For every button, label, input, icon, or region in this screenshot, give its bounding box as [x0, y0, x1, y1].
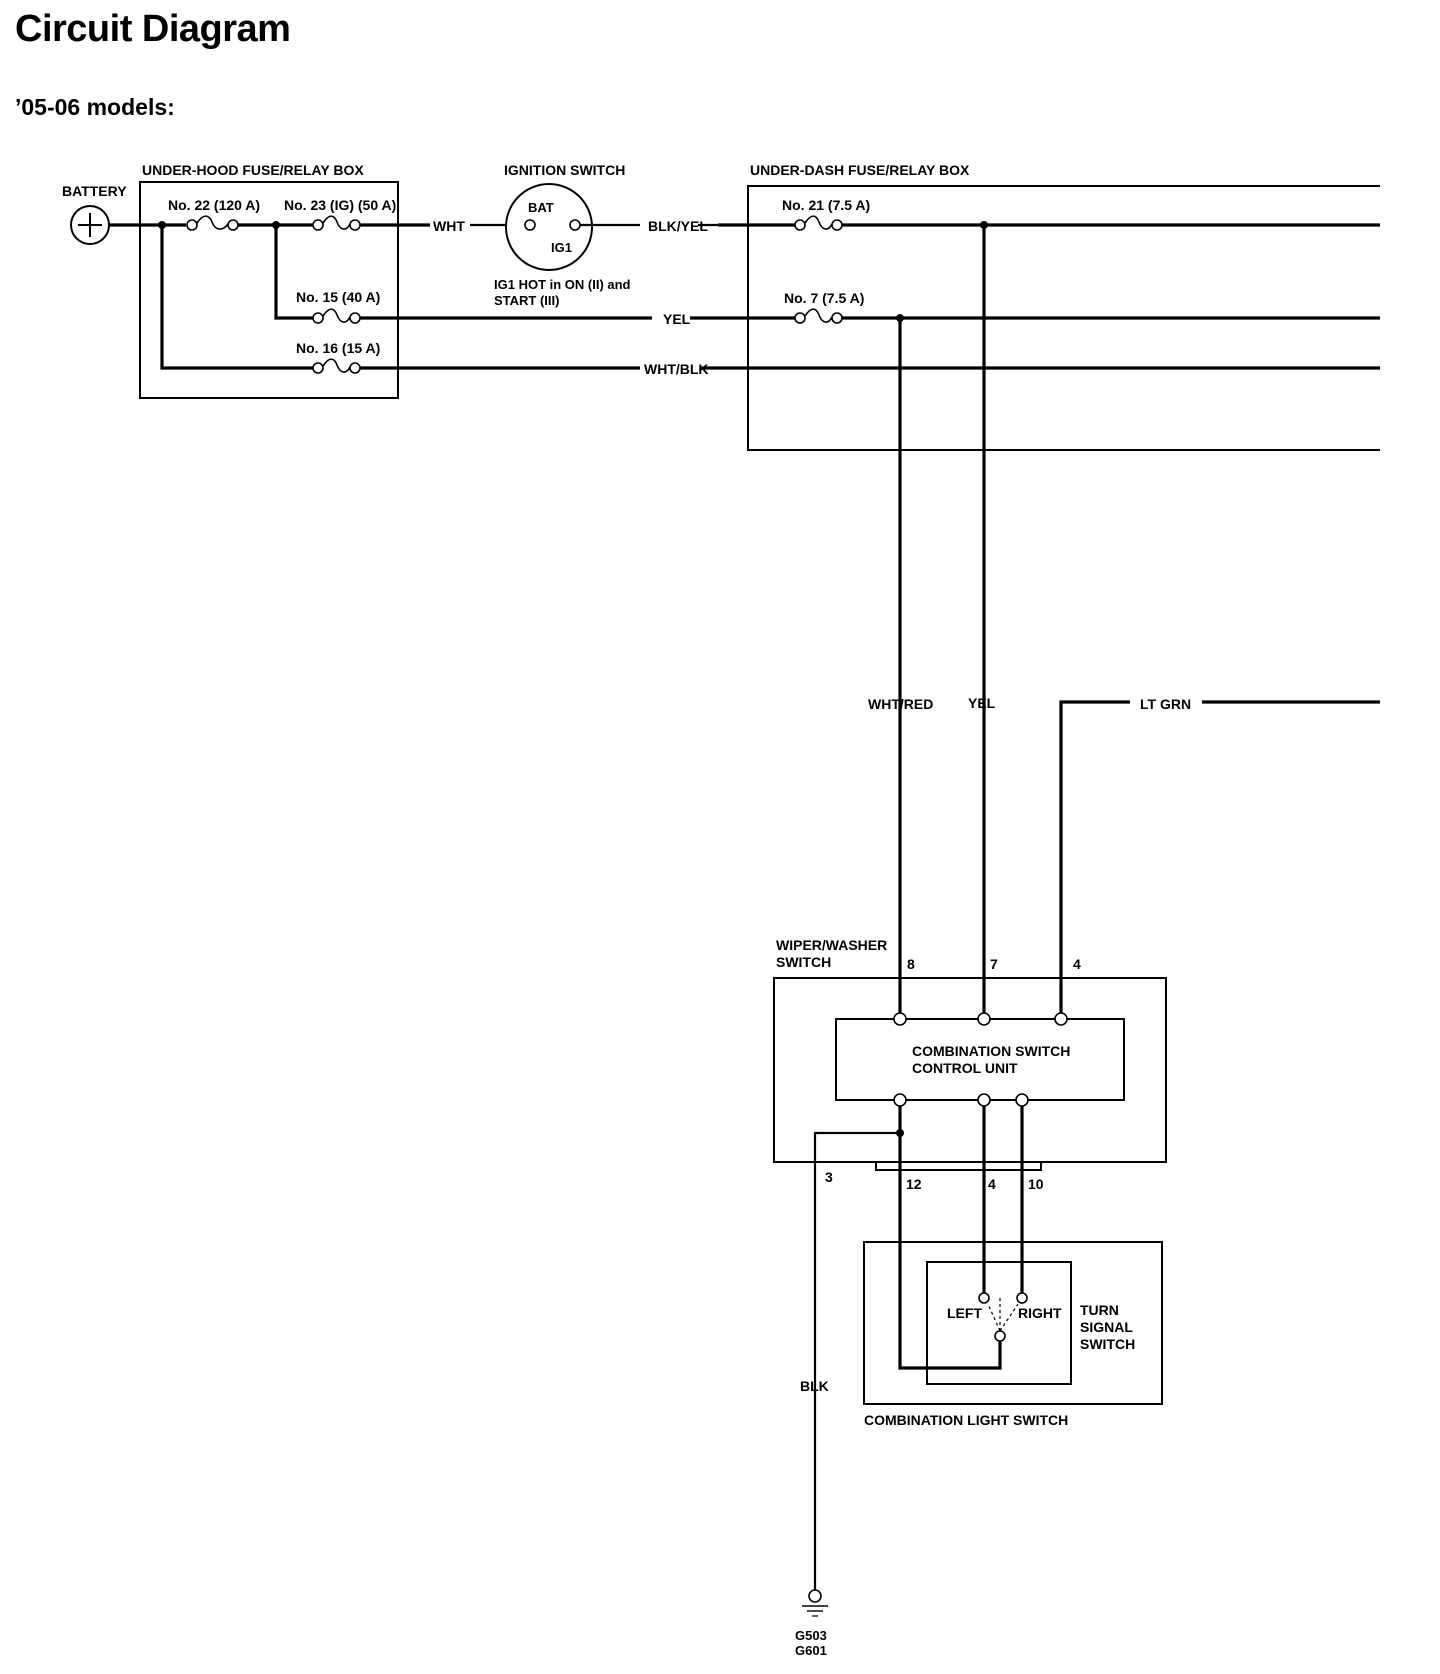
ground-label-g503: G503 — [795, 1628, 827, 1643]
ground-icon — [802, 1589, 828, 1617]
wire-label-blk-yel: BLK/YEL — [648, 218, 708, 234]
pin-label: 10 — [1028, 1176, 1044, 1192]
turn-right-label: RIGHT — [1018, 1305, 1062, 1321]
wiper-washer-switch-label-2: SWITCH — [776, 954, 831, 970]
fuse-no15-icon — [312, 308, 361, 324]
turn-signal-contacts-icon — [978, 1292, 1028, 1342]
fuse-no22-label: No. 22 (120 A) — [168, 197, 260, 213]
wire-label-blk: BLK — [800, 1378, 829, 1394]
fuse-no7-label: No. 7 (7.5 A) — [784, 290, 864, 306]
fuse-no22-icon — [186, 215, 239, 231]
ground-branch-wire — [813, 1131, 900, 1590]
fuse-no16-label: No. 16 (15 A) — [296, 340, 380, 356]
ground-label-g601: G601 — [795, 1643, 827, 1658]
terminal — [1015, 1093, 1029, 1107]
ignition-note-line2: START (III) — [494, 293, 559, 308]
wire-label-lt-grn: LT GRN — [1140, 696, 1191, 712]
turn-signal-switch-label-2: SIGNAL — [1080, 1319, 1133, 1335]
turn-signal-switch-label-1: TURN — [1080, 1302, 1119, 1318]
terminal — [893, 1012, 907, 1026]
fuse-no21-icon — [794, 215, 843, 231]
pin-label: 4 — [988, 1176, 996, 1192]
underhood-box-label: UNDER-HOOD FUSE/RELAY BOX — [142, 162, 364, 178]
ignition-note-line1: IG1 HOT in ON (II) and — [494, 277, 631, 292]
pin-label: 3 — [825, 1169, 833, 1185]
pin-label: 4 — [1073, 956, 1081, 972]
model-year-subtitle: ’05-06 models: — [15, 94, 175, 120]
control-unit-label-2: CONTROL UNIT — [912, 1060, 1018, 1076]
ignition-ig1-terminal-label: IG1 — [551, 240, 572, 255]
fuse-no16-icon — [312, 358, 361, 374]
pin-label: 12 — [906, 1176, 922, 1192]
underhood-fuse-relay-box — [139, 181, 399, 399]
pin-label: 7 — [990, 956, 998, 972]
junction-dot — [896, 1129, 904, 1137]
terminal — [1054, 1012, 1068, 1026]
wire-label-wht: WHT — [433, 218, 465, 234]
terminal — [977, 1093, 991, 1107]
pin-label: 8 — [907, 956, 915, 972]
turn-signal-switch-box — [926, 1261, 1072, 1385]
turn-left-label: LEFT — [947, 1305, 982, 1321]
battery-icon — [70, 205, 110, 245]
control-unit-label-1: COMBINATION SWITCH — [912, 1043, 1070, 1059]
terminal — [893, 1093, 907, 1107]
fuse-no23-icon — [312, 215, 361, 231]
underdash-box-label: UNDER-DASH FUSE/RELAY BOX — [750, 162, 970, 178]
fuse-no7-icon — [794, 308, 843, 324]
wire-label-yel: YEL — [663, 311, 691, 327]
wire-label-wht-blk: WHT/BLK — [644, 361, 709, 377]
lt-grn-vertical-wire — [1059, 700, 1130, 1014]
battery-label: BATTERY — [62, 183, 127, 199]
fuse-no23-label: No. 23 (IG) (50 A) — [284, 197, 396, 213]
ignition-bat-terminal-label: BAT — [528, 200, 554, 215]
fuse-no21-label: No. 21 (7.5 A) — [782, 197, 870, 213]
control-unit-pin12-wire — [898, 1106, 1002, 1370]
terminal — [977, 1012, 991, 1026]
wiper-washer-switch-label-1: WIPER/WASHER — [776, 937, 887, 953]
fuse15-branch-wire — [274, 225, 314, 320]
junction-dot — [272, 221, 280, 229]
wire-label-wht-red: WHT/RED — [868, 696, 933, 712]
combination-light-switch-box — [863, 1241, 1163, 1405]
ignition-switch-icon — [505, 183, 593, 271]
fuse16-branch-wire — [160, 225, 314, 370]
turn-signal-switch-label-3: SWITCH — [1080, 1336, 1135, 1352]
combination-light-switch-label: COMBINATION LIGHT SWITCH — [864, 1412, 1068, 1428]
ignition-switch-label: IGNITION SWITCH — [504, 162, 625, 178]
junction-dot — [158, 221, 166, 229]
connector-bar — [875, 1161, 1042, 1171]
fuse-no15-label: No. 15 (40 A) — [296, 289, 380, 305]
page-title: Circuit Diagram — [15, 8, 291, 50]
wire-label-yel-vertical: YEL — [968, 695, 996, 711]
